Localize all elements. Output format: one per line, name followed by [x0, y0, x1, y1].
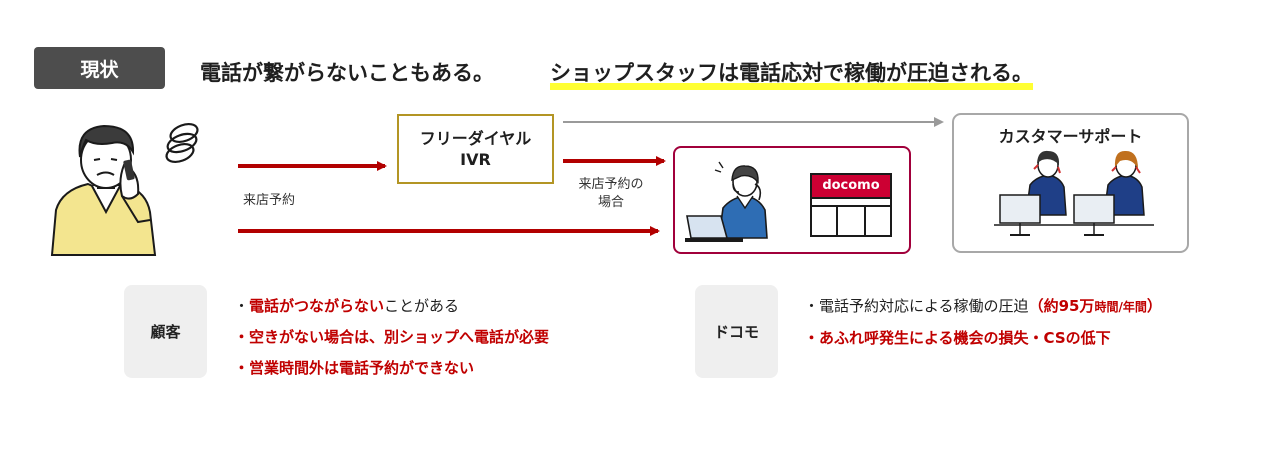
- docomo-issues-list: ・電話予約対応による稼働の圧迫（約95万時間/年間） ・あふれ呼発生による機会の…: [804, 291, 1162, 354]
- customer-issues-list: ・電話がつながらないことがある ・空きがない場合は、別ショップへ電話が必要 ・営…: [234, 291, 549, 384]
- stress-scribble-icon: [165, 122, 199, 164]
- docomo-label: ドコモ: [695, 285, 778, 378]
- customer-label: 顧客: [124, 285, 207, 378]
- headline-problem: 電話が繋がらないこともある。: [200, 61, 494, 85]
- docomo-shop-box: docomo: [673, 146, 911, 254]
- list-item: ・あふれ呼発生による機会の損失・CSの低下: [804, 329, 1111, 347]
- status-badge: 現状: [34, 47, 165, 89]
- monitor-icon: [1073, 194, 1115, 236]
- worried-customer-illustration: [50, 124, 157, 256]
- shop-staff-icon: [685, 161, 768, 242]
- list-item: ・電話がつながらないことがある: [234, 297, 460, 315]
- visit-reservation-label: 来店予約: [243, 193, 296, 208]
- list-item: ・電話予約対応による稼働の圧迫（約95万時間/年間）: [804, 297, 1162, 315]
- customer-support-box: カスタマーサポート: [952, 113, 1189, 253]
- docomo-logo: docomo: [822, 178, 880, 193]
- list-item: ・営業時間外は電話予約ができない: [234, 359, 475, 377]
- list-item: ・空きがない場合は、別ショップへ電話が必要: [234, 328, 550, 346]
- ivr-box: フリーダイヤル IVR: [397, 114, 554, 184]
- highlight-marker: [550, 83, 1033, 90]
- monitor-icon: [999, 194, 1041, 236]
- docomo-shop-icon: [810, 173, 892, 237]
- visit-reservation-case-label: 来店予約の 場合: [578, 177, 644, 210]
- headline-staff-burden: ショップスタッフは電話応対で稼働が圧迫される。: [550, 57, 1033, 90]
- shop-staff-illustration: [685, 161, 892, 242]
- support-agents-illustration: [994, 150, 1154, 236]
- customer-support-title: カスタマーサポート: [998, 127, 1143, 146]
